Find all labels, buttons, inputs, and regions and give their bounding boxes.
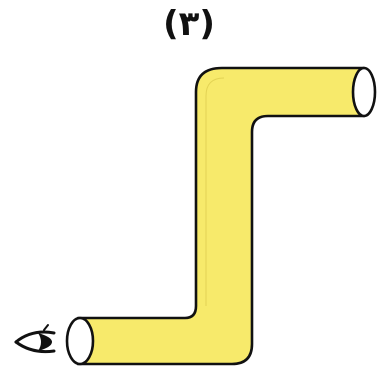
figure-label: (٣) [163,4,215,44]
right-opening [351,66,377,118]
tube-body [76,66,366,366]
eye-icon [14,324,56,354]
left-opening [65,316,95,366]
tube-inner-edge [205,77,225,306]
